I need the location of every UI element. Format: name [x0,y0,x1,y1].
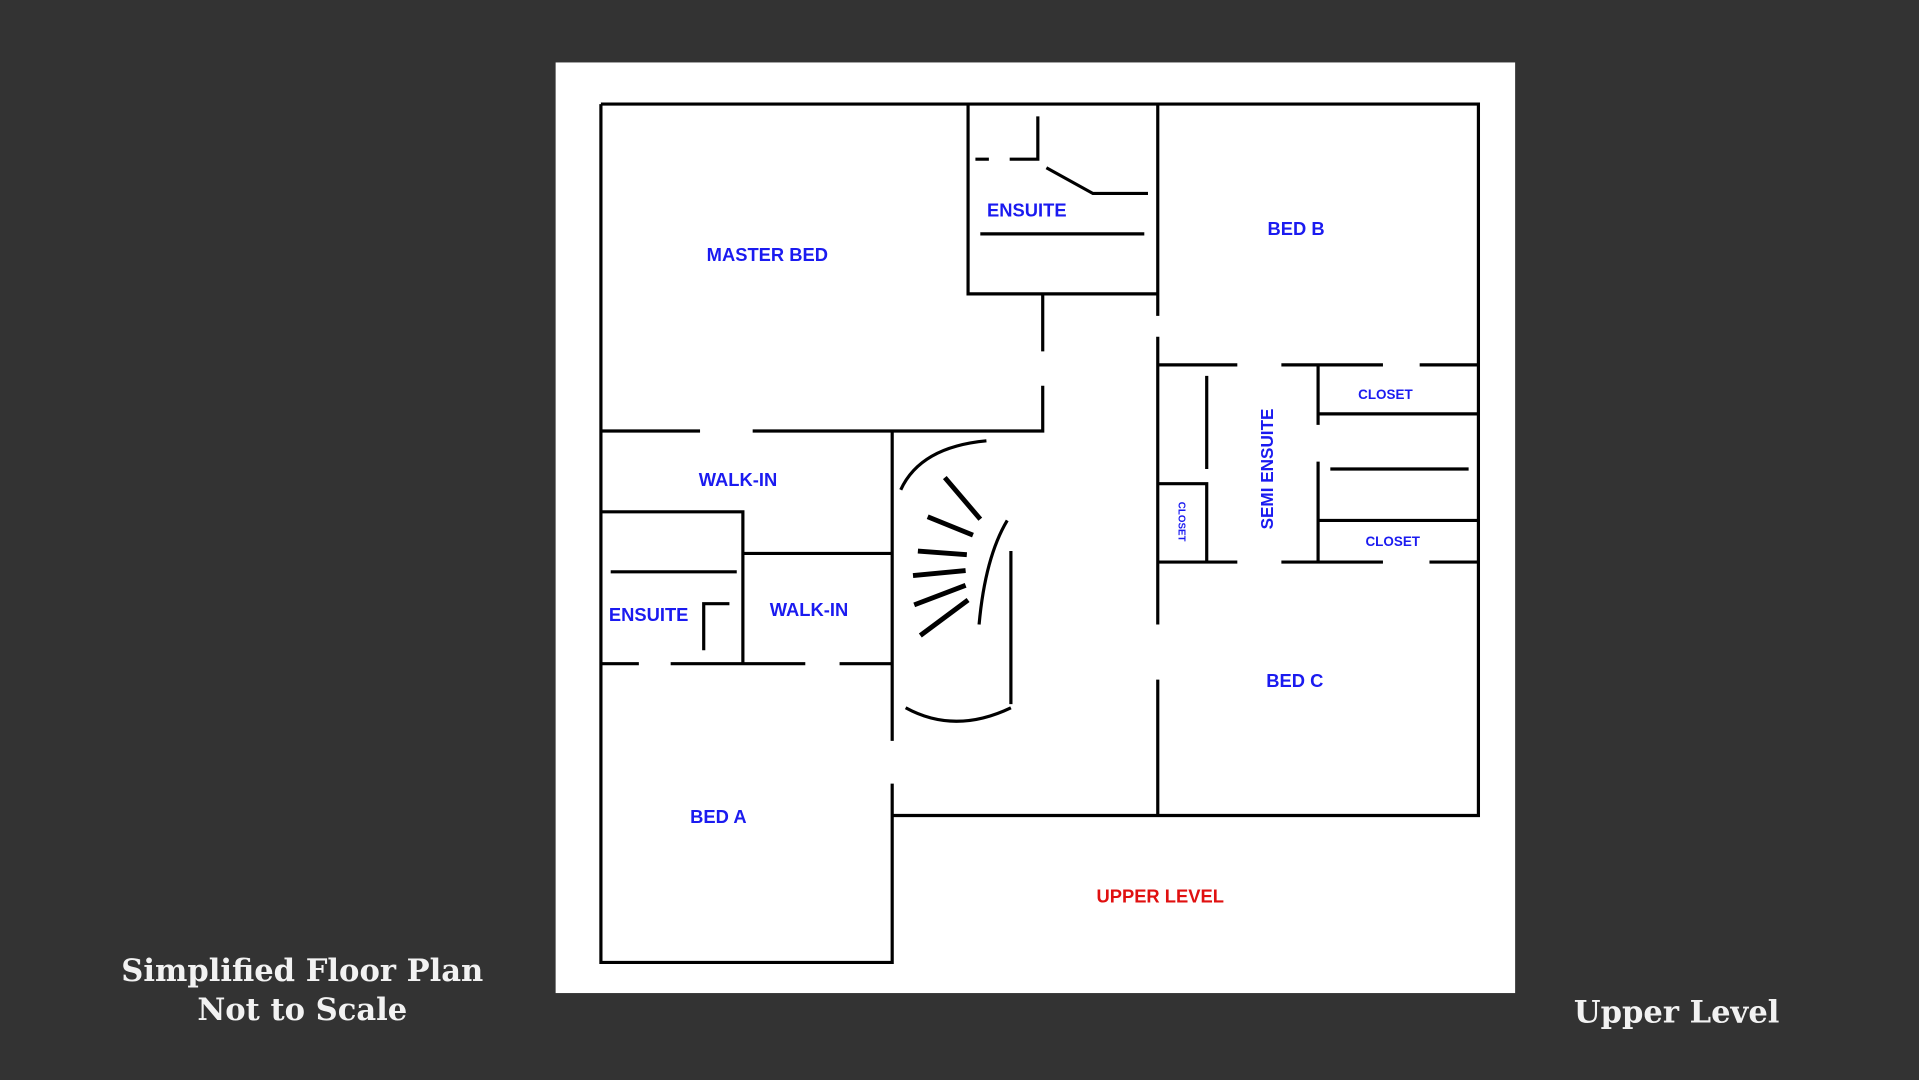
room-label-closet: CLOSET [1365,534,1420,549]
caption-line-1: Simplified Floor Plan [121,953,483,989]
level-title: Upper Level [1574,994,1779,1030]
room-label-walk-in: WALK-IN [770,599,849,620]
walls [599,102,1481,965]
plan-panel [555,62,1516,994]
room-label-bed-a: BED A [690,806,746,827]
room-label-walk-in: WALK-IN [699,469,778,490]
room-label-ensuite-master: ENSUITE [987,200,1067,221]
room-label-bed-b: BED B [1268,218,1325,239]
staircase [899,439,1013,723]
level-label: UPPER LEVEL [1096,885,1223,906]
room-label-bed-c: BED C [1266,670,1323,691]
room-label-closet: CLOSET [1176,502,1187,542]
room-label-master-bed: MASTER BED [707,244,828,265]
room-label-semi-ensuite: SEMI ENSUITE [1257,409,1277,530]
room-label-closet: CLOSET [1358,387,1413,402]
room-label-ensuite-a: ENSUITE [609,604,689,625]
caption-line-2: Not to Scale [197,992,407,1028]
